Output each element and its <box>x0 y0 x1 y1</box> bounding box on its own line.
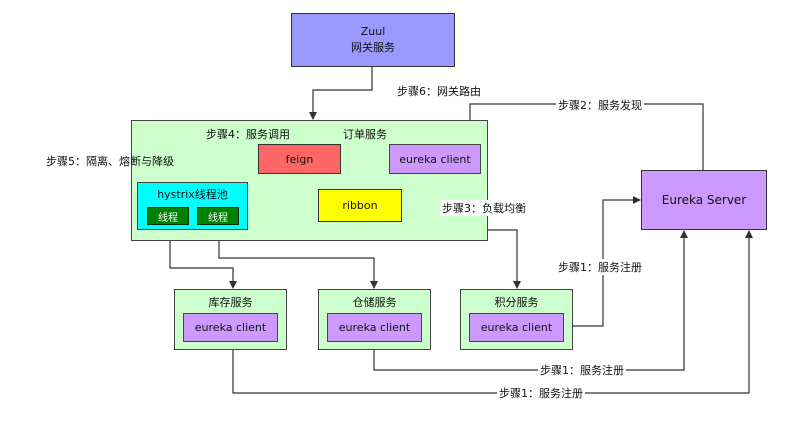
step3-label: 步骤3：负载均衡 <box>440 200 528 216</box>
points-eureka-client-box: eureka client <box>469 313 564 342</box>
inventory-service-title: 库存服务 <box>208 296 253 309</box>
arrow-inventory-register <box>232 230 753 394</box>
warehouse-service-title: 仓储服务 <box>352 296 397 309</box>
order-eureka-client-box: eureka client <box>389 144 481 174</box>
ribbon-box: ribbon <box>318 189 402 222</box>
hystrix-thread-1: 线程 <box>147 207 189 225</box>
hystrix-title: hystrix线程池 <box>157 188 228 201</box>
arrow-warehouse-register <box>373 230 688 371</box>
arrow-thread-inventory <box>169 225 237 289</box>
step1-label-warehouse: 步骤1：服务注册 <box>538 362 626 378</box>
step6-label: 步骤6：网关路由 <box>395 83 483 99</box>
arrow-service-discovery <box>466 103 704 170</box>
arrow-gateway-route <box>309 67 373 120</box>
step4-label: 步骤4：服务调用 <box>206 128 290 141</box>
warehouse-eureka-client-box: eureka client <box>327 313 422 342</box>
zuul-subtitle: 网关服务 <box>351 41 395 54</box>
inventory-service-box: 库存服务 eureka client <box>174 289 287 350</box>
feign-box: feign <box>258 144 341 174</box>
warehouse-service-box: 仓储服务 eureka client <box>318 289 431 350</box>
order-service-title: 订单服务 <box>343 128 387 141</box>
hystrix-thread-2: 线程 <box>197 207 239 225</box>
inventory-eureka-client-box: eureka client <box>183 313 278 342</box>
zuul-title: Zuul <box>360 25 386 38</box>
step1-label-inventory: 步骤1：服务注册 <box>497 385 585 401</box>
hystrix-pool-box: hystrix线程池 线程 线程 <box>137 182 248 230</box>
eureka-server-box: Eureka Server <box>641 170 767 230</box>
points-service-title: 积分服务 <box>494 296 539 309</box>
zuul-gateway-box: Zuul 网关服务 <box>291 13 455 67</box>
step1-label-points: 步骤1：服务注册 <box>556 259 644 275</box>
step5-label: 步骤5：隔离、熔断与降级 <box>46 155 174 168</box>
step2-label: 步骤2：服务发现 <box>556 97 644 113</box>
points-service-box: 积分服务 eureka client <box>460 289 573 350</box>
arrow-thread-warehouse <box>218 225 378 289</box>
